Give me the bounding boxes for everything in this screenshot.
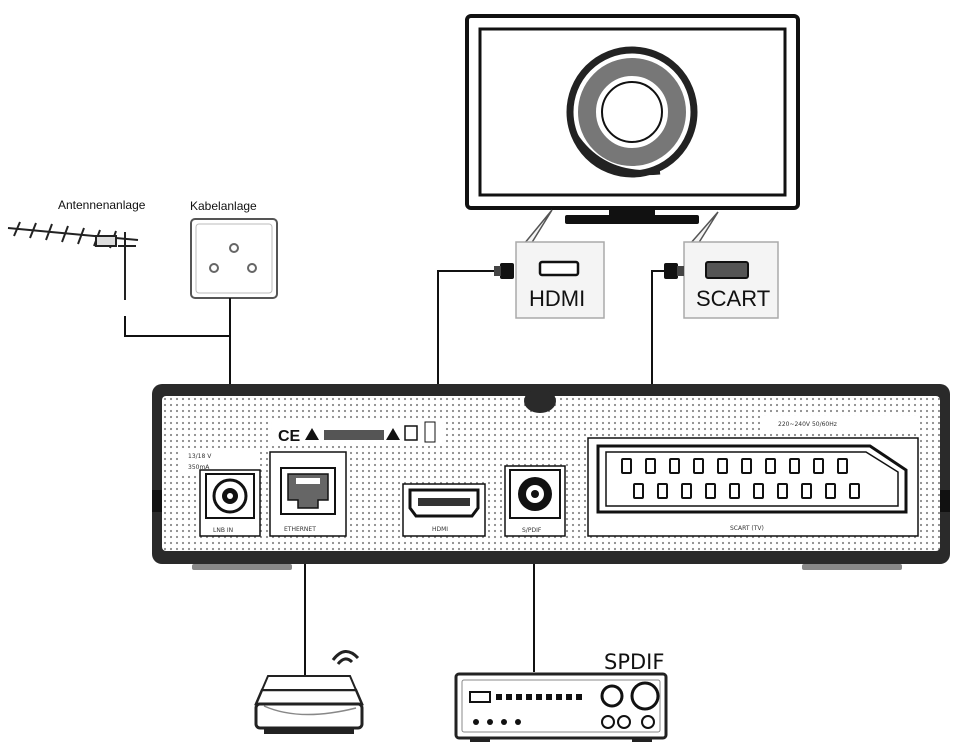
amplifier-button bbox=[536, 694, 542, 700]
hdmi-callout: HDMI bbox=[515, 209, 605, 319]
scart-pin bbox=[849, 483, 860, 499]
scart-pins bbox=[621, 458, 860, 499]
port-label-hdmi: HDMI bbox=[432, 526, 448, 533]
scart-pin bbox=[717, 458, 728, 474]
scart-port: SCART (TV) bbox=[587, 437, 919, 537]
left-spec-1: 13/18 V bbox=[188, 453, 212, 460]
scart-pin bbox=[837, 458, 848, 474]
scart-pin bbox=[789, 458, 800, 474]
scart-pin bbox=[621, 458, 632, 474]
amplifier-button bbox=[496, 694, 502, 700]
port-label-spdif: S/PDIF bbox=[522, 527, 542, 534]
amplifier-button bbox=[566, 694, 572, 700]
power-rating: 220~240V 50/60Hz bbox=[778, 421, 837, 428]
amplifier-button bbox=[556, 694, 562, 700]
ethernet-port: ETHERNET bbox=[269, 451, 347, 537]
router-wifi-icon bbox=[331, 650, 360, 665]
receiver-back-panel: CE 13/18 V 350mA 220~240V 50/60Hz LNB IN… bbox=[152, 384, 950, 570]
tv-icon bbox=[465, 14, 800, 224]
scart-pin bbox=[813, 458, 824, 474]
port-label-scart: SCART (TV) bbox=[730, 525, 764, 532]
scart-pin bbox=[669, 458, 680, 474]
scart-pin bbox=[777, 483, 788, 499]
spdif-label: SPDIF bbox=[604, 650, 664, 674]
scart-pin bbox=[657, 483, 668, 499]
cable-label: Kabelanlage bbox=[190, 199, 257, 213]
antenna-label: Antennenanlage bbox=[58, 198, 146, 212]
ce-mark: CE bbox=[278, 428, 301, 445]
scart-pin bbox=[753, 483, 764, 499]
amplifier-button bbox=[576, 694, 582, 700]
amplifier-buttons bbox=[496, 694, 582, 700]
scart-pin bbox=[801, 483, 812, 499]
port-label-ethernet: ETHERNET bbox=[284, 526, 316, 533]
scart-pin bbox=[705, 483, 716, 499]
amplifier-button bbox=[526, 694, 532, 700]
spdif-port: S/PDIF bbox=[504, 465, 566, 537]
amplifier-icon bbox=[454, 672, 668, 742]
hdmi-plug-icon bbox=[494, 263, 514, 279]
left-spec-2: 350mA bbox=[188, 464, 210, 471]
scart-plug-icon bbox=[664, 263, 684, 279]
amplifier-button bbox=[516, 694, 522, 700]
scart-pin bbox=[825, 483, 836, 499]
scart-callout: SCART bbox=[683, 211, 779, 319]
port-label-lnb: LNB IN bbox=[213, 527, 233, 534]
scart-pin bbox=[729, 483, 740, 499]
scart-pin bbox=[741, 458, 752, 474]
amplifier-button bbox=[546, 694, 552, 700]
scart-pin bbox=[765, 458, 776, 474]
scart-pin bbox=[645, 458, 656, 474]
router-icon bbox=[254, 650, 364, 734]
antenna-icon bbox=[7, 221, 139, 300]
antenna-line bbox=[124, 316, 230, 337]
scart-pin bbox=[681, 483, 692, 499]
hdmi-callout-label: HDMI bbox=[529, 286, 585, 311]
lnb-in-port: LNB IN bbox=[199, 469, 261, 537]
scart-callout-label: SCART bbox=[696, 286, 770, 311]
scart-pin bbox=[633, 483, 644, 499]
cable-socket-icon bbox=[190, 218, 278, 299]
amplifier-button bbox=[506, 694, 512, 700]
scart-pin bbox=[693, 458, 704, 474]
hdmi-port: HDMI bbox=[402, 483, 486, 537]
